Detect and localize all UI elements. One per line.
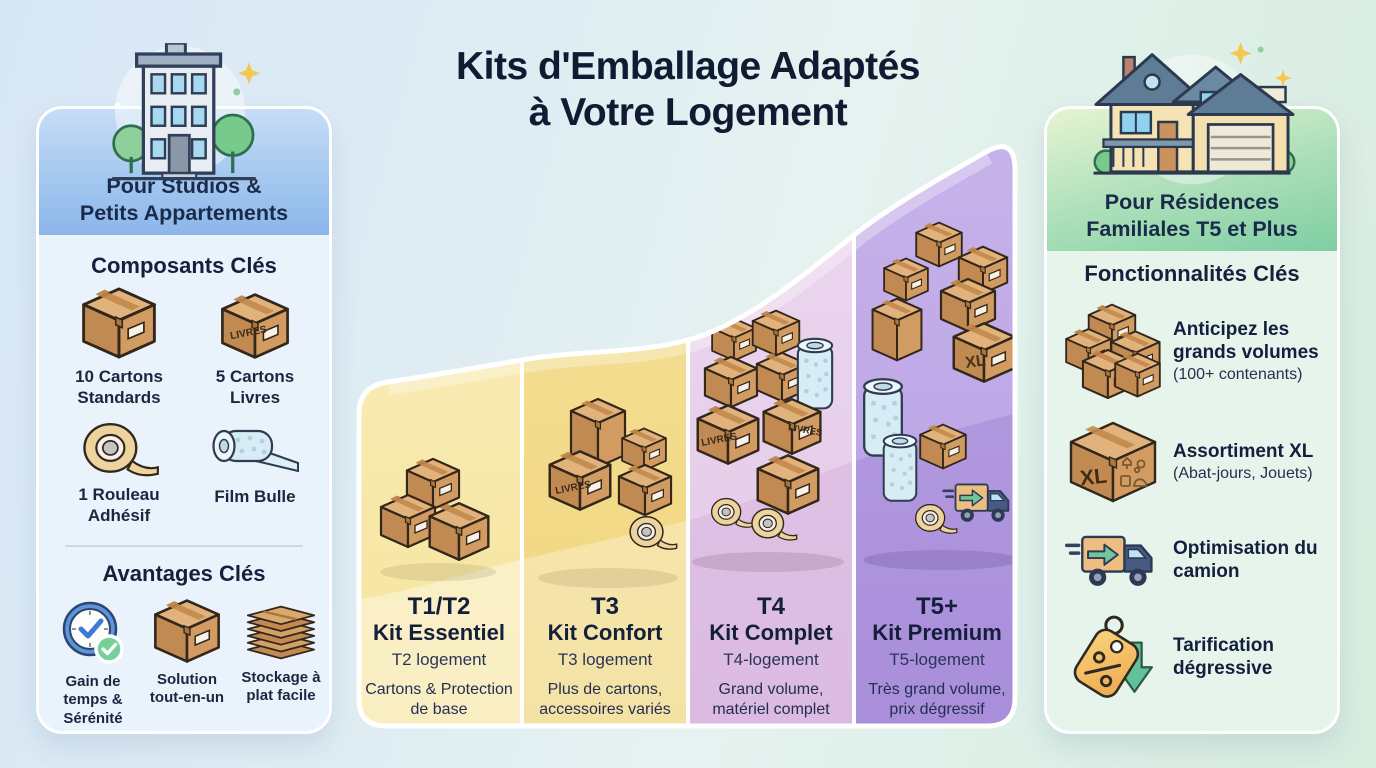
advantage-item-solution: Solution tout-en-un [143, 597, 231, 708]
apartment-building-icon [96, 43, 272, 195]
right-panel-title: Pour Résidences Familiales T5 et Plus [1047, 189, 1337, 243]
cardboard-box-icon [73, 285, 165, 361]
components-heading: Composants Clés [91, 253, 277, 278]
section-divider [65, 545, 303, 547]
page-title: Kits d'Emballage Adaptés à Votre Logemen… [328, 44, 1048, 135]
kit-description: Grand volume, matériel complet [712, 680, 830, 719]
feature-title: Tarification dégressive [1173, 634, 1274, 679]
kit-card-t1t2: T1/T2 Kit Essentiel T2 logement Cartons … [361, 593, 517, 721]
component-item-cartons-livres: LIVRES 5 Cartons Livres [193, 291, 317, 408]
books-box-icon: LIVRES [215, 291, 295, 361]
kit-housing: T3 logement [557, 649, 653, 669]
kit-t5-boxes-illustration: XL [863, 221, 1015, 570]
kit-t3-boxes-illustration: LIVRES [538, 397, 678, 588]
kit-description: Cartons & Protection de base [365, 680, 513, 719]
box-label-xl: XL [964, 352, 987, 372]
cardboard-box-icon [149, 597, 225, 665]
right-panel-title-line2: Familiales T5 et Plus [1086, 216, 1298, 241]
feature-subtitle: (Abat-jours, Jouets) [1173, 465, 1313, 483]
advantage-label: Stockage à plat facile [241, 669, 321, 705]
advantage-item-stockage: Stockage à plat facile [235, 601, 327, 706]
box-label-xl: XL [1079, 464, 1108, 490]
kit-tier: T5+ [915, 593, 959, 620]
advantage-item-gain-de-temps: Gain de temps & Sérénité [47, 599, 139, 728]
kit-tier: T1/T2 [407, 593, 471, 620]
family-house-icon [1086, 37, 1298, 187]
kit-housing: T5-logement [889, 649, 985, 669]
bubble-wrap-roll-icon [207, 421, 303, 481]
component-label: Film Bulle [214, 487, 296, 506]
kits-growth-chart: LIVRES LIVRES LIVRES [356, 144, 1018, 729]
kit-card-t3: T3 Kit Confort T3 logement Plus de carto… [527, 593, 683, 721]
kit-name: Kit Confort [547, 620, 663, 646]
moving-truck-icon [1057, 531, 1169, 589]
advantage-label: Gain de temps & Sérénité [63, 673, 123, 727]
component-item-rouleau-adhesif: 1 Rouleau Adhésif [57, 419, 181, 526]
left-panel-title-line2: Petits Appartements [79, 200, 289, 225]
kit-card-t5: T5+ Kit Premium T5-logement Très grand v… [859, 593, 1015, 721]
feature-title: Optimisation du camion [1173, 537, 1318, 582]
feature-item-grands-volumes: Anticipez les grands volumes (100+ conte… [1057, 297, 1327, 405]
component-item-film-bulle: Film Bulle [193, 421, 317, 508]
kit-t4-boxes-illustration: LIVRES LIVRES [692, 309, 844, 572]
feature-item-tarification: Tarification dégressive [1057, 607, 1327, 707]
kit-tier: T4 [756, 593, 785, 620]
features-heading: Fonctionnalités Clés [1084, 261, 1300, 286]
component-label: 1 Rouleau Adhésif [78, 485, 160, 525]
page-title-line2: à Votre Logement [528, 90, 848, 134]
xl-box-icon: XL [1057, 418, 1169, 506]
kit-name: Kit Complet [709, 620, 833, 646]
kit-description: Plus de cartons, accessoires variés [539, 680, 671, 719]
discount-tag-icon [1057, 612, 1169, 702]
kit-description: Très grand volume, prix dégressif [868, 680, 1006, 719]
kit-name: Kit Essentiel [372, 620, 506, 646]
feature-item-optimisation-camion: Optimisation du camion [1057, 519, 1327, 601]
left-panel: Pour Studios & Petits Appartements Compo… [36, 106, 332, 734]
right-panel: Pour Résidences Familiales T5 et Plus Fo… [1044, 106, 1340, 734]
right-panel-title-line1: Pour Résidences [1104, 189, 1280, 214]
kit-housing: T2 logement [391, 649, 487, 669]
flat-boxes-stack-icon [240, 601, 322, 663]
kit-card-t4: T4 Kit Complet T4-logement Grand volume,… [693, 593, 849, 721]
boxes-pile-icon [1057, 302, 1169, 400]
feature-title: Anticipez les grands volumes [1173, 318, 1319, 363]
page-title-line1: Kits d'Emballage Adaptés [456, 45, 920, 88]
component-label: 5 Cartons Livres [215, 367, 295, 407]
feature-title: Assortiment XL [1173, 441, 1314, 463]
kit-name: Kit Premium [872, 620, 1002, 646]
tape-roll-icon [78, 419, 160, 479]
kit-housing: T4-logement [723, 649, 819, 669]
feature-item-assortiment-xl: XL Assortiment XL (Abat-jours, Jouets) [1057, 415, 1327, 509]
kit-t1t2-boxes-illustration [379, 457, 496, 581]
component-item-cartons-standards: 10 Cartons Standards [57, 285, 181, 408]
kit-tier: T3 [590, 593, 619, 620]
advantages-heading: Avantages Clés [102, 561, 266, 586]
component-label: 10 Cartons Standards [75, 367, 163, 407]
feature-subtitle: (100+ contenants) [1173, 365, 1303, 383]
clock-check-icon [59, 599, 127, 667]
advantage-label: Solution tout-en-un [149, 671, 225, 707]
